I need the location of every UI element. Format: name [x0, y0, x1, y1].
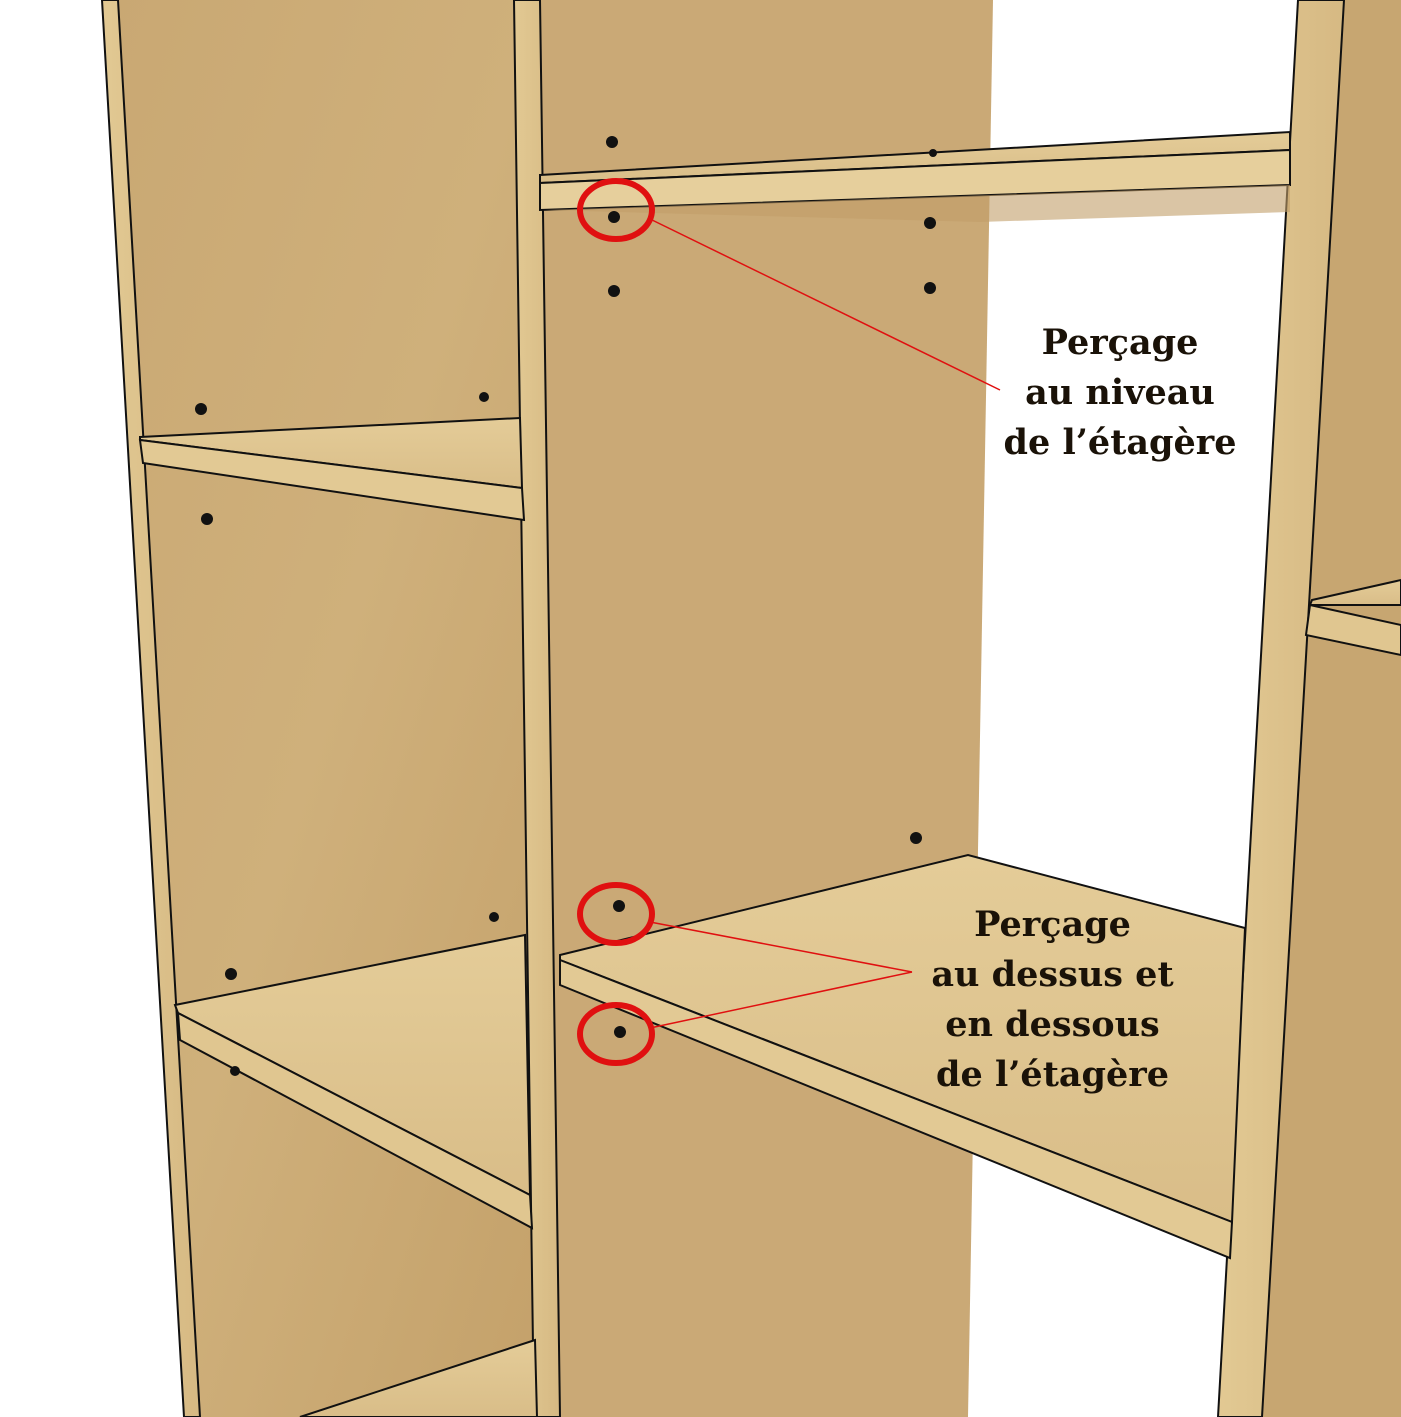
- drill-hole-marker-icon: [225, 968, 237, 980]
- annotation-top-line-3: de l’étagère: [1003, 422, 1237, 463]
- left-shelf-lower: [173, 933, 534, 1230]
- drill-hole-marker-icon: [201, 513, 213, 525]
- drill-hole-marker-icon: [924, 282, 936, 294]
- annotation-top-line-2: au niveau: [1025, 372, 1215, 413]
- leader-line-bottom: [649, 971, 913, 1029]
- leader-line-top: [647, 217, 1001, 391]
- left-divider: [512, 0, 562, 1417]
- right-column-shelf: [1304, 578, 1401, 657]
- drill-hole-marker-icon: [606, 136, 618, 148]
- drill-holes: [195, 136, 937, 1076]
- drill-hole-marker-icon: [489, 912, 499, 922]
- annotation-bottom-line-3: en dessous: [945, 1004, 1160, 1045]
- bottom-left-shelf-fragment: [299, 1338, 539, 1417]
- annotation-bottom-line-2: au dessus et: [931, 954, 1174, 995]
- left-outer-side: [100, 0, 202, 1417]
- drill-hole-marker-icon: [608, 285, 620, 297]
- drill-hole-marker-icon: [929, 149, 937, 157]
- annotation-bottom-line-4: de l’étagère: [936, 1054, 1169, 1095]
- right-side-column: [1255, 0, 1401, 1417]
- drill-hole-marker-icon: [924, 217, 936, 229]
- leader-line-middle: [649, 921, 913, 973]
- highlight-circle-top: [577, 178, 655, 242]
- highlight-circle-middle: [577, 882, 655, 946]
- annotation-bottom-line-1: Perçage: [974, 904, 1131, 945]
- drill-hole-marker-icon: [910, 832, 922, 844]
- middle-bottom-shelf: [559, 853, 1247, 1260]
- drill-hole-marker-icon: [614, 1026, 626, 1038]
- drill-hole-marker-icon: [195, 403, 207, 415]
- highlight-circle-bottom: [577, 1002, 655, 1066]
- drill-hole-marker-icon: [613, 900, 625, 912]
- annotation-top-line-1: Perçage: [1041, 322, 1199, 363]
- annotation-marks: [577, 178, 1001, 1066]
- left-shelf-upper: [138, 416, 526, 522]
- top-shelf: [539, 130, 1291, 222]
- drill-hole-marker-icon: [230, 1066, 240, 1076]
- drill-hole-marker-icon: [608, 211, 620, 223]
- annotation-bottom: Perçage au dessus et en dessous de l’éta…: [915, 900, 1190, 1100]
- annotation-top: Perçage au niveau de l’étagère: [985, 318, 1255, 468]
- drill-hole-marker-icon: [479, 392, 489, 402]
